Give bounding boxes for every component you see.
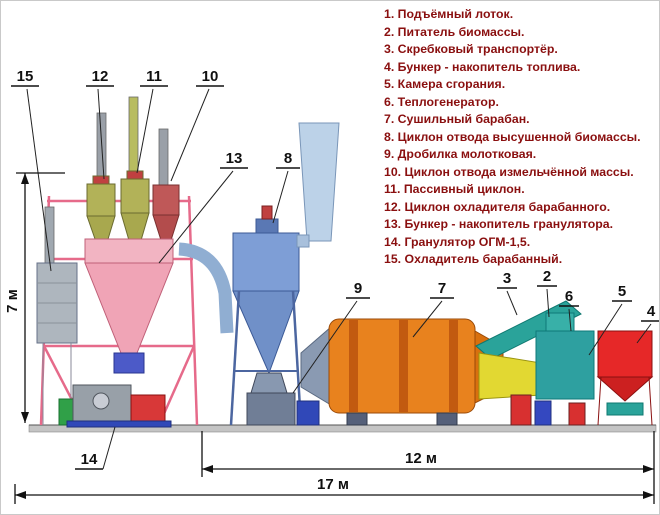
dimension-span-total-label: 17 м — [317, 476, 349, 493]
dimension-span-17m: 17 м — [14, 431, 655, 504]
dried-biomass-cyclone-8 — [229, 205, 303, 426]
passive-cyclone-11 — [120, 170, 150, 263]
legend-item-8: 8. Циклон отвода высушенной биомассы. — [384, 129, 641, 144]
drum-cooler-15 — [36, 262, 78, 425]
granulator-14 — [58, 384, 172, 428]
legend-item-14: 14. Гранулятор ОГМ-1,5. — [384, 234, 531, 249]
exhaust-duct — [296, 122, 340, 248]
callout-leaders — [26, 88, 652, 470]
legend-item-2: 2. Питатель биомассы. — [384, 24, 525, 39]
callout-numbers: 15 12 11 10 13 8 9 7 3 2 6 5 4 14 — [17, 68, 656, 468]
duct-to-cyclone — [178, 242, 234, 334]
dimension-height-7m: 7 м — [4, 172, 65, 423]
combustion-chamber-5 — [478, 352, 542, 400]
fuel-hopper-4 — [596, 330, 654, 426]
callout-10: 10 — [202, 68, 219, 85]
legend-item-1: 1. Подъёмный лоток. — [384, 7, 514, 21]
callout-15: 15 — [17, 68, 34, 85]
callout-underlines — [11, 85, 659, 470]
legend-item-15: 15. Охладитель барабанный. — [384, 252, 563, 266]
callout-5: 5 — [618, 283, 626, 300]
legend: 1. Подъёмный лоток. 2. Питатель биомассы… — [384, 6, 659, 269]
heat-generator-6 — [535, 312, 595, 400]
callout-9: 9 — [354, 280, 362, 297]
callout-8: 8 — [284, 150, 292, 167]
dimension-span-12m: 12 м — [201, 431, 654, 477]
cooler-cyclone-12 — [86, 175, 116, 261]
callout-6: 6 — [565, 288, 573, 305]
legend-item-10: 10. Циклон отвода измельчённой массы. — [384, 164, 634, 179]
milled-mass-cyclone-10 — [152, 184, 180, 258]
callout-13: 13 — [226, 150, 243, 167]
dimension-height-label: 7 м — [4, 289, 21, 313]
biomass-feeder-2 — [510, 394, 586, 426]
callout-4: 4 — [647, 303, 656, 320]
hammer-mill-9 — [246, 372, 320, 426]
legend-item-4: 4. Бункер - накопитель топлива. — [384, 59, 581, 74]
legend-item-11: 11. Пассивный циклон. — [384, 182, 525, 196]
callout-14: 14 — [81, 451, 98, 468]
drying-drum-7 — [328, 318, 504, 426]
callout-11: 11 — [146, 68, 162, 85]
granulator-hopper-13 — [84, 238, 174, 374]
legend-item-7: 7. Сушильный барабан. — [384, 112, 530, 126]
legend-item-12: 12. Циклон охладителя барабанного. — [384, 199, 611, 214]
legend-item-3: 3. Скребковый транспортёр. — [384, 42, 558, 56]
legend-item-5: 5. Камера сгорания. — [384, 77, 506, 91]
callout-7: 7 — [438, 280, 446, 297]
callout-2: 2 — [543, 268, 551, 285]
dimension-span-right-label: 12 м — [405, 450, 437, 467]
callout-12: 12 — [92, 68, 109, 85]
legend-item-6: 6. Теплогенератор. — [384, 94, 499, 109]
drum-inlet-cone — [300, 325, 332, 406]
legend-item-9: 9. Дробилка молотковая. — [384, 147, 537, 161]
callout-3: 3 — [503, 270, 511, 287]
legend-item-13: 13. Бункер - накопитель гранулятора. — [384, 217, 613, 231]
